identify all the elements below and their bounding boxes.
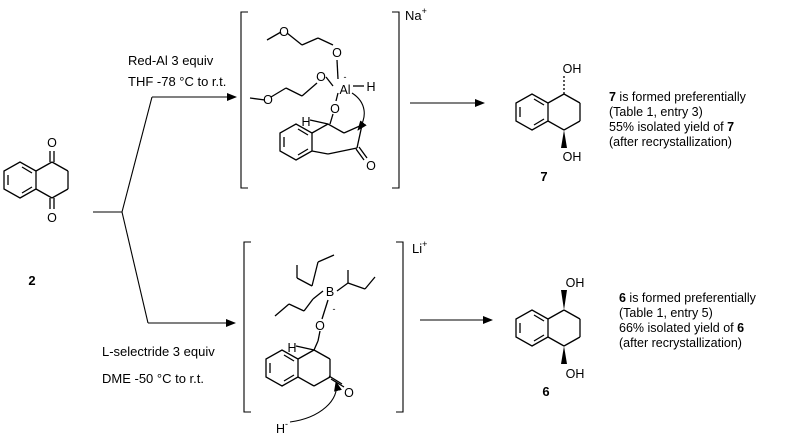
svg-text:(Table 1, entry 3): (Table 1, entry 3) [609, 105, 703, 119]
hydrogen-label: H [301, 115, 310, 129]
compound-2-label: 2 [28, 273, 35, 288]
sodium-counterion: Na+ [405, 6, 427, 23]
oxygen-label: O [279, 25, 289, 39]
oxygen-label: O [47, 136, 57, 150]
bottom-intermediate-brackets [243, 241, 404, 413]
svg-text:(after recrystallization): (after recrystallization) [619, 336, 742, 350]
aluminum-charge: - [344, 72, 347, 82]
oxygen-label: O [332, 46, 342, 60]
svg-text:55% isolated yield of 7: 55% isolated yield of 7 [609, 120, 734, 134]
lithium-counterion: Li+ [412, 239, 427, 256]
benzene-ring [3, 161, 37, 199]
hydroxyl-label: OH [566, 367, 585, 381]
svg-text:(after recrystallization): (after recrystallization) [609, 135, 732, 149]
svg-text:(Table 1, entry 5): (Table 1, entry 5) [619, 306, 713, 320]
hydroxyl-label: OH [563, 62, 582, 76]
wedge-bond [561, 130, 567, 148]
boron-charge: - [333, 304, 336, 314]
reagent-red-al: Red-Al 3 equiv [128, 53, 214, 68]
svg-text:7 is formed preferentially: 7 is formed preferentially [609, 90, 747, 104]
oxygen-label: O [366, 159, 376, 173]
branch-lines [93, 93, 237, 327]
top-intermediate-structure [249, 31, 368, 161]
svg-text:6 is formed preferentially: 6 is formed preferentially [619, 291, 757, 305]
top-intermediate-brackets [240, 11, 400, 189]
compound-7-label: 7 [540, 169, 547, 184]
svg-text:66% isolated yield of 6: 66% isolated yield of 6 [619, 321, 744, 335]
starting-material-structure: O O [3, 136, 69, 225]
hydride-label: H- [276, 419, 288, 436]
conditions-thf: THF -78 °C to r.t. [128, 74, 226, 89]
aluminum-label: Al [339, 83, 350, 97]
oxygen-label: O [344, 386, 354, 400]
oxygen-label: O [316, 70, 326, 84]
oxygen-label: O [47, 211, 57, 225]
oxygen-label: O [263, 93, 273, 107]
bottom-intermediate-structure [265, 254, 376, 423]
ketone-ring [35, 151, 69, 209]
compound-6-label: 6 [542, 384, 549, 399]
bottom-notes: 6 is formed preferentially (Table 1, ent… [619, 291, 757, 350]
hydroxyl-label: OH [563, 150, 582, 164]
oxygen-label: O [330, 102, 340, 116]
hydride-label: H [366, 80, 375, 94]
reagent-l-selectride: L-selectride 3 equiv [102, 344, 215, 359]
product-6-structure [515, 290, 581, 364]
hydroxyl-label: OH [566, 276, 585, 290]
product-7-structure [515, 76, 581, 148]
wedge-bond [561, 346, 567, 364]
oxygen-label: O [315, 319, 325, 333]
conditions-dme: DME -50 °C to r.t. [102, 371, 204, 386]
wedge-bond [561, 290, 567, 310]
top-notes: 7 is formed preferentially (Table 1, ent… [609, 90, 747, 149]
hydrogen-label: H [287, 341, 296, 355]
boron-label: B [326, 285, 334, 299]
